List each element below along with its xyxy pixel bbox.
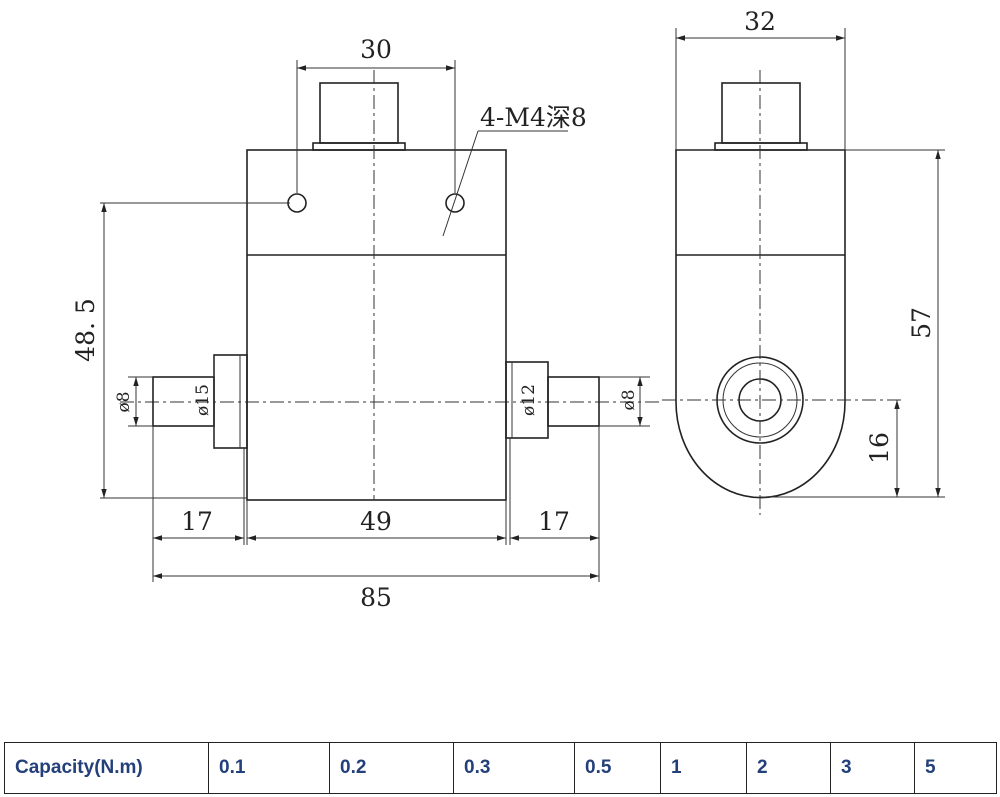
dim-total-len-85: 85 [360,583,392,612]
capacity-table: Capacity(N.m) 0.1 0.2 0.3 0.5 1 2 3 5 [4,742,997,794]
dim-top-30: 30 [360,35,392,64]
capacity-value: 0.1 [208,742,330,794]
side-view: 32 57 16 [662,7,945,515]
capacity-value: 3 [830,742,915,794]
hole-note: 4-M4深8 [480,103,587,132]
capacity-header: Capacity(N.m) [4,742,209,794]
side-top-connector-base [714,142,808,151]
dim-body-len-49: 49 [360,507,392,536]
dim-side-height-57: 57 [907,307,936,339]
dim-height-48-5: 48. 5 [71,298,100,362]
dim-right-len-17: 17 [538,507,570,536]
capacity-value: 5 [914,742,997,794]
dim-left-shaft-dia: ø8 [114,391,134,412]
capacity-value: 0.3 [453,742,575,794]
dim-axis-height-16: 16 [865,432,894,464]
capacity-value: 0.2 [329,742,454,794]
capacity-value: 1 [660,742,747,794]
mounting-hole-left [287,193,307,213]
capacity-value: 2 [746,742,831,794]
top-connector [319,82,399,144]
dim-left-len-17: 17 [181,507,213,536]
dim-left-flange-dia: ø15 [193,384,213,416]
dim-side-width-32: 32 [744,7,776,36]
hole-note-leader [442,130,479,237]
top-connector-base [312,142,406,151]
capacity-value: 0.5 [574,742,661,794]
front-view: 30 4-M4深8 48. 5 ø8 ø15 ø12 ø8 17 49 [71,35,660,612]
dim-right-flange-dia: ø12 [519,384,539,416]
mounting-hole-right [445,193,465,213]
side-top-connector [721,82,801,144]
technical-drawing: 30 4-M4深8 48. 5 ø8 ø15 ø12 ø8 17 49 [71,7,945,612]
dim-right-shaft-dia: ø8 [619,389,639,410]
right-shaft [547,376,600,427]
capacity-row: Capacity(N.m) 0.1 0.2 0.3 0.5 1 2 3 5 [4,742,997,794]
